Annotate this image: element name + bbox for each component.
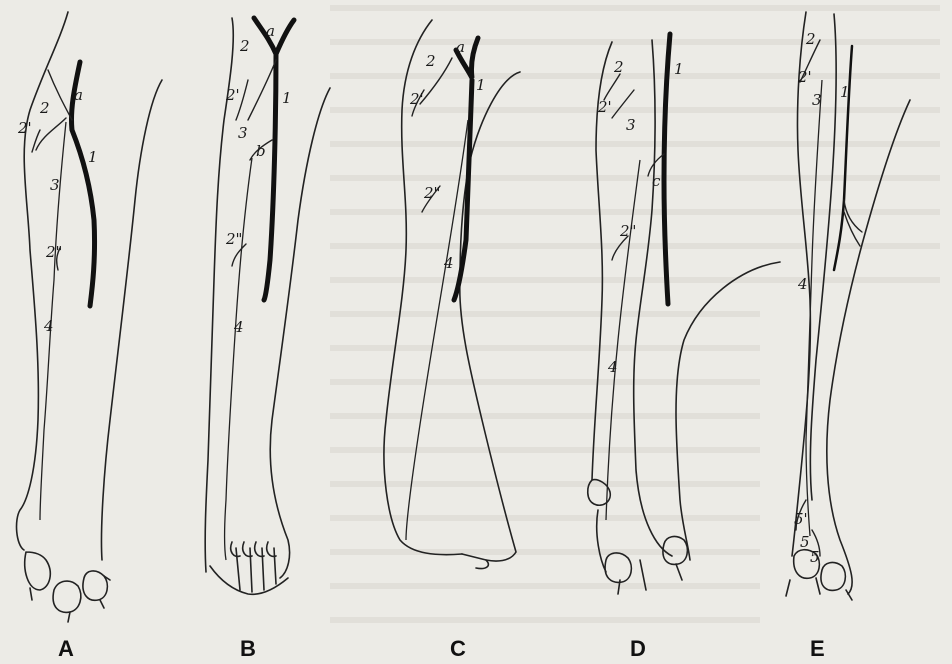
panel-d-label-1: 2 [613, 58, 624, 76]
panel-a-label-4: 1 [88, 148, 98, 166]
panel-c-caption: C [450, 636, 466, 661]
panel-b-branch-2 [236, 60, 276, 120]
panel-d-main-artery [664, 34, 670, 304]
panel-e-vessel-4 [806, 80, 822, 536]
panel-b-label-4: 1 [282, 89, 292, 107]
panel-b: a 2 2' 1 3 b 2" 4 B [205, 18, 330, 661]
panel-d-label-4: 3 [626, 116, 636, 134]
panel-c-label-2: 2 [425, 52, 436, 70]
panel-a-label-5: 3 [50, 176, 60, 194]
panel-d-vessel-4 [606, 160, 640, 520]
panel-a: a 2 2' 1 3 2" 4 A [17, 12, 162, 661]
panel-c-label-1: a [456, 38, 465, 56]
panel-e-pad-2 [821, 563, 845, 591]
panel-a-branch-2 [32, 118, 66, 152]
panel-a-caption: A [58, 636, 74, 661]
panel-b-label-6: b [256, 142, 266, 160]
panel-a-pad-1 [25, 552, 50, 590]
panel-e-claws [786, 578, 852, 600]
panel-d-label-6: 2" [619, 222, 636, 240]
panel-a-branch-a [48, 70, 72, 120]
panel-a-pad-2 [53, 581, 81, 612]
panel-e-label-8: 5 [810, 548, 820, 566]
panel-b-limb-back-outline [270, 88, 330, 578]
panel-d-label-2: 2' [597, 98, 612, 116]
panel-d-label-5: c [652, 172, 661, 190]
panel-e-label-4: 1 [840, 83, 850, 101]
panel-b-label-5: 3 [238, 124, 248, 142]
panel-d-label-3: 1 [674, 60, 684, 78]
panel-a-claws [30, 576, 110, 622]
panel-b-label-8: 4 [233, 318, 244, 336]
panel-c-vessel-4 [406, 120, 468, 540]
panel-e-artery-end [844, 200, 862, 246]
panel-b-label-1: a [266, 22, 275, 40]
panel-c-label-5: 2" [423, 184, 440, 202]
panel-b-caption: B [240, 636, 256, 661]
panel-b-vessel-4 [225, 158, 253, 560]
panel-b-label-2: 2 [239, 37, 250, 55]
panel-b-digits [231, 542, 276, 556]
panel-d: 2 2' 1 3 c 2" 4 D [588, 34, 780, 661]
panel-a-label-2: 2 [39, 99, 50, 117]
panel-e-label-7: 5 [800, 533, 810, 551]
panel-c-paw-outline [462, 554, 488, 569]
panel-e-label-5: 4 [797, 275, 808, 293]
panel-c: a 2 2' 1 2" 4 C [384, 20, 520, 661]
panel-b-label-3: 2' [225, 86, 240, 104]
panel-c-main-artery [454, 38, 478, 300]
panel-d-limb-back-outline [676, 262, 780, 560]
panel-d-pad-3 [663, 537, 687, 565]
panel-a-label-1: a [74, 86, 83, 104]
panel-d-label-7: 4 [607, 358, 618, 376]
panel-a-label-3: 2' [17, 119, 32, 137]
panel-e-caption: E [810, 636, 825, 661]
panel-c-label-4: 1 [476, 76, 486, 94]
panel-c-label-6: 4 [443, 254, 454, 272]
panel-e-limb-back-outline [827, 100, 910, 594]
panel-b-label-7: 2" [225, 230, 242, 248]
panel-d-pad-2 [605, 553, 631, 582]
panel-d-claws [597, 510, 682, 594]
panel-a-label-7: 4 [43, 317, 54, 335]
panel-e-limb-inner-outline [810, 14, 836, 500]
panel-d-caption: D [630, 636, 646, 661]
panel-a-limb-back-outline [101, 80, 162, 560]
panel-c-label-3: 2' [409, 90, 424, 108]
panel-e-label-6: 5' [794, 510, 808, 528]
panel-e-label-3: 3 [812, 91, 822, 109]
panel-a-label-6: 2" [45, 243, 62, 261]
panel-e-label-1: 2 [805, 30, 816, 48]
panel-e: 2 2' 3 1 4 5' 5 5 E [786, 12, 910, 661]
panel-e-label-2: 2' [797, 68, 812, 86]
